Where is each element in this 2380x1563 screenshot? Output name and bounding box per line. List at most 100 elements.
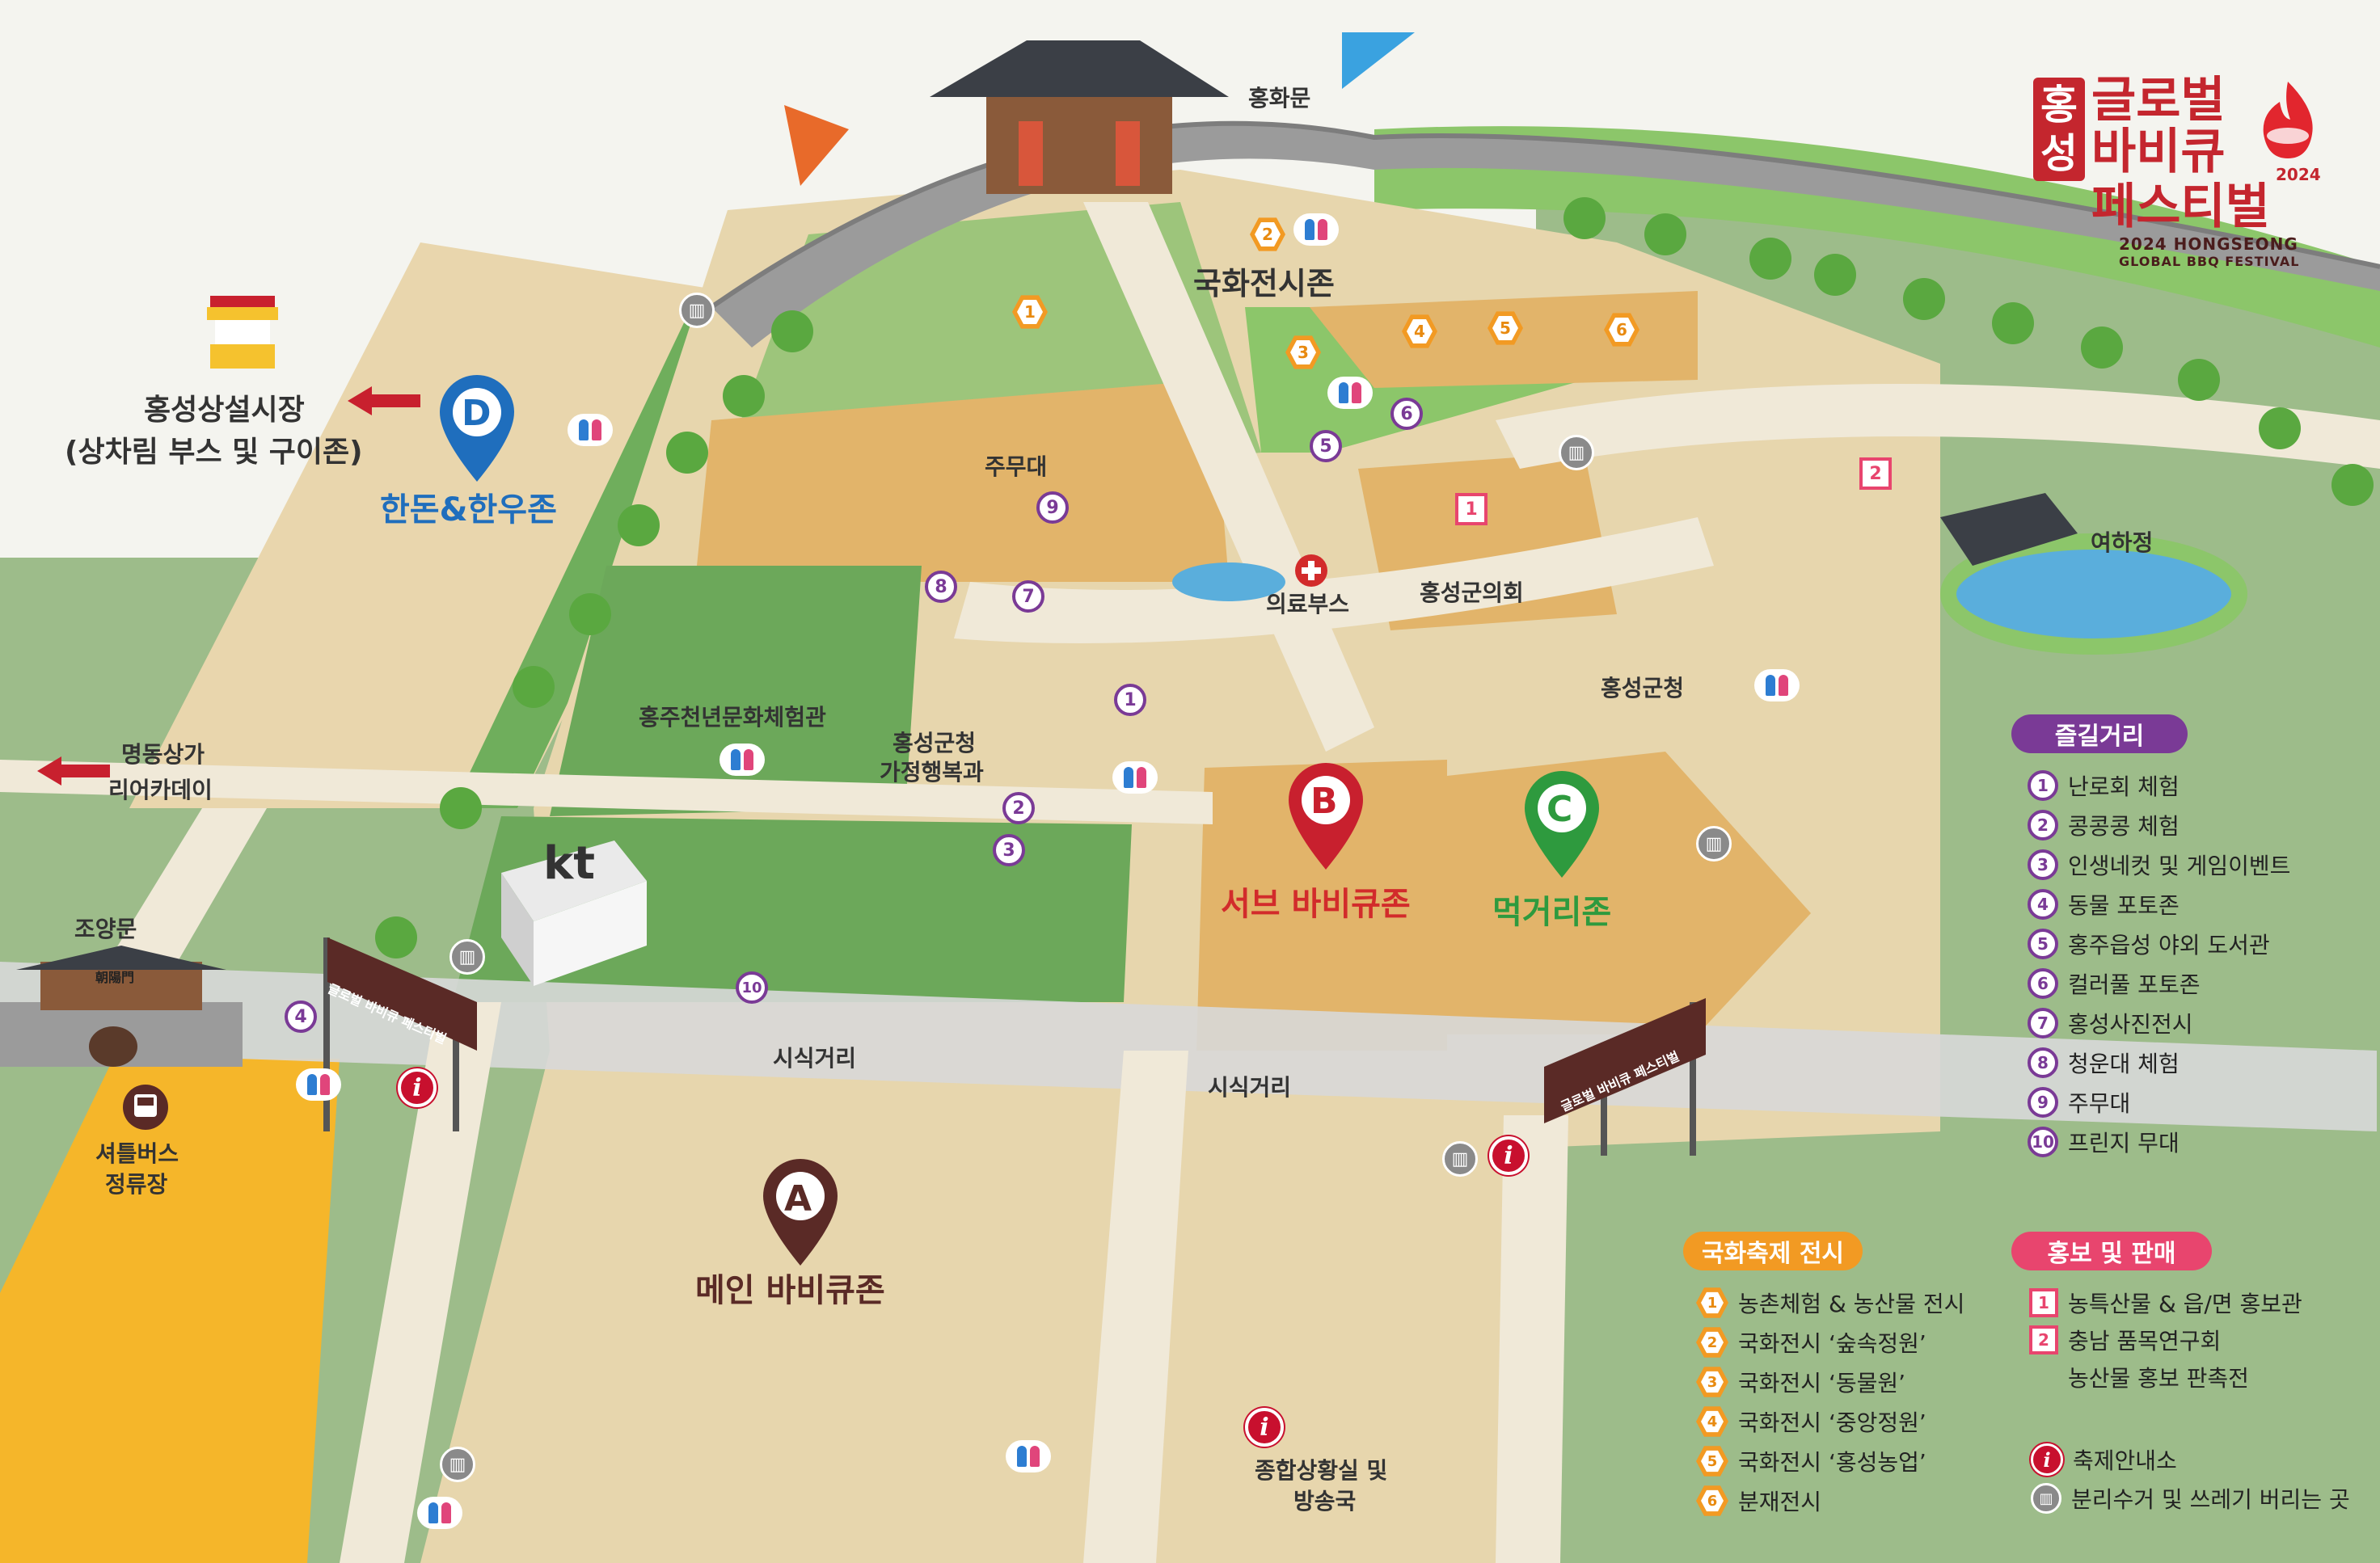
chrysanthemum-marker-3-num: 3 — [1290, 339, 1316, 365]
legend-chrysanthemum-label: 국화전시 ‘숲속정원’ — [1738, 1330, 1926, 1357]
legend-marker-number: 4 — [1701, 1410, 1724, 1433]
legend-trash-label: 분리수거 및 쓰레기 버리는 곳 — [2071, 1486, 2350, 1513]
trash-bin-icon: ▥ — [1696, 826, 1732, 862]
legend-activities-marker: 4 — [2028, 889, 2058, 920]
control-room-label-line1: 종합상황실 및 — [1255, 1457, 1388, 1484]
legend-chrysanthemum-item: 6 분재전시 — [1696, 1485, 1821, 1517]
chrysanthemum-marker-5: 5 — [1488, 311, 1523, 345]
legend-chrysanthemum-marker: 5 — [1696, 1446, 1728, 1477]
main-stage-label: 주무대 — [985, 453, 1048, 480]
zone-c-letter: C — [1547, 789, 1573, 830]
legend-chrysanthemum-item: 3 국화전시 ‘동물원’ — [1696, 1366, 1905, 1398]
flame-grill-icon — [2263, 82, 2313, 158]
activity-marker-3: 3 — [993, 834, 1025, 866]
trash-bin-icon: ▥ — [449, 939, 485, 975]
joyangmun-label: 조양문 — [74, 916, 137, 942]
legend-info: i 축제안내소 — [2031, 1443, 2177, 1476]
activity-marker-5: 5 — [1310, 430, 1342, 462]
tasting-street-label-1: 시식거리 — [773, 1045, 857, 1072]
legend-info-label: 축제안내소 — [2073, 1447, 2177, 1474]
legend-chrysanthemum-label: 농촌체험 & 농산물 전시 — [1738, 1291, 1965, 1317]
logo-seong: 성 — [2040, 130, 2078, 177]
bus-icon — [123, 1085, 168, 1130]
market-label-line1: 홍성상설시장 — [144, 394, 305, 427]
county-council-label: 홍성군의회 — [1420, 579, 1524, 606]
trash-bin-icon: ▥ — [2031, 1483, 2061, 1514]
chrysanthemum-marker-6: 6 — [1604, 313, 1639, 347]
trash-bin-icon: ▥ — [1559, 435, 1594, 470]
kt-logo: kt — [543, 837, 596, 890]
legend-activities-marker: 2 — [2028, 810, 2058, 840]
county-office-label: 홍성군청 — [1601, 675, 1685, 701]
legend-activities-marker: 9 — [2028, 1087, 2058, 1118]
activity-marker-1: 1 — [1114, 684, 1146, 716]
restroom-icon — [1293, 213, 1339, 246]
legend-activities-marker: 7 — [2028, 1008, 2058, 1038]
joyangmun-gate-illustration — [0, 946, 243, 1067]
legend-chrysanthemum-label: 국화전시 ‘동물원’ — [1738, 1370, 1906, 1397]
festival-arch-left — [323, 937, 477, 1131]
legend-activities-label: 인생네컷 및 게임이벤트 — [2068, 853, 2291, 879]
yeohajeong-label: 여하정 — [2091, 529, 2154, 556]
zone-d-pin-icon — [440, 375, 514, 482]
legend-chrysanthemum-label: 국화전시 ‘중앙정원’ — [1738, 1409, 1926, 1436]
info-marker[interactable]: i — [1245, 1408, 1284, 1447]
tasting-street-label-2: 시식거리 — [1208, 1074, 1292, 1101]
activity-marker-7: 7 — [1012, 580, 1044, 613]
honghwamun-gate-illustration — [784, 32, 1415, 194]
chrysanthemum-marker-6-num: 6 — [1609, 317, 1635, 343]
legend-chrysanthemum-marker: 4 — [1696, 1406, 1728, 1437]
legend-marker-number: 5 — [1701, 1450, 1724, 1472]
welfare-label-line1: 홍성군청 — [892, 730, 977, 756]
legend-activities-label: 홍주읍성 야외 도서관 — [2068, 932, 2270, 958]
activity-marker-8: 8 — [925, 571, 957, 603]
legend-chrysanthemum-marker: 2 — [1696, 1327, 1728, 1358]
medical-booth-label: 의료부스 — [1266, 591, 1350, 617]
legend-chrysanthemum-marker: 6 — [1696, 1485, 1728, 1516]
legend-promotion-title: 홍보 및 판매 — [2011, 1232, 2212, 1270]
zone-a-letter: A — [784, 1178, 812, 1220]
festival-arch-right — [1544, 998, 1706, 1156]
activity-marker-10: 10 — [736, 971, 768, 1004]
zone-b-letter: B — [1310, 781, 1338, 822]
info-marker[interactable]: i — [1489, 1136, 1528, 1175]
legend-marker-number: 3 — [1701, 1371, 1724, 1393]
restroom-icon — [1112, 761, 1158, 794]
restroom-icon — [296, 1068, 341, 1101]
promotion-marker-1: 1 — [1455, 493, 1488, 525]
arrow-left-icon — [37, 756, 110, 786]
legend-promotion-marker: 2 — [2029, 1325, 2058, 1354]
legend-chrysanthemum-item: 2 국화전시 ‘숲속정원’ — [1696, 1326, 1926, 1359]
trash-bin-icon: ▥ — [440, 1447, 475, 1482]
restroom-icon — [719, 744, 765, 776]
zone-d-letter: D — [462, 393, 492, 434]
joyangmun-gate-sign: 朝陽門 — [95, 970, 135, 985]
promotion-marker-2: 2 — [1859, 457, 1892, 490]
logo-hong: 홍 — [2040, 82, 2078, 128]
legend-chrysanthemum-label: 분재전시 — [1738, 1489, 1822, 1515]
logo-english-line2: GLOBAL BBQ FESTIVAL — [2119, 254, 2300, 269]
legend-chrysanthemum-item: 4 국화전시 ‘중앙정원’ — [1696, 1405, 1926, 1438]
activity-marker-4: 4 — [285, 1001, 317, 1033]
legend-activities-label: 컬러풀 포토존 — [2068, 971, 2201, 998]
legend-marker-number: 2 — [1701, 1331, 1724, 1354]
legend-activities-marker: 8 — [2028, 1047, 2058, 1078]
legend-activities-title: 즐길거리 — [2011, 714, 2188, 753]
legend-marker-number: 6 — [1701, 1489, 1724, 1512]
medical-cross-icon — [1295, 554, 1327, 587]
legend-activities-marker: 1 — [2028, 770, 2058, 801]
zone-b-pin-icon — [1289, 763, 1363, 870]
legend-promotion-label: 농특산물 & 읍/면 홍보관 — [2068, 1291, 2302, 1317]
info-marker[interactable]: i — [398, 1068, 437, 1107]
control-room-label-line2: 방송국 — [1293, 1488, 1357, 1515]
